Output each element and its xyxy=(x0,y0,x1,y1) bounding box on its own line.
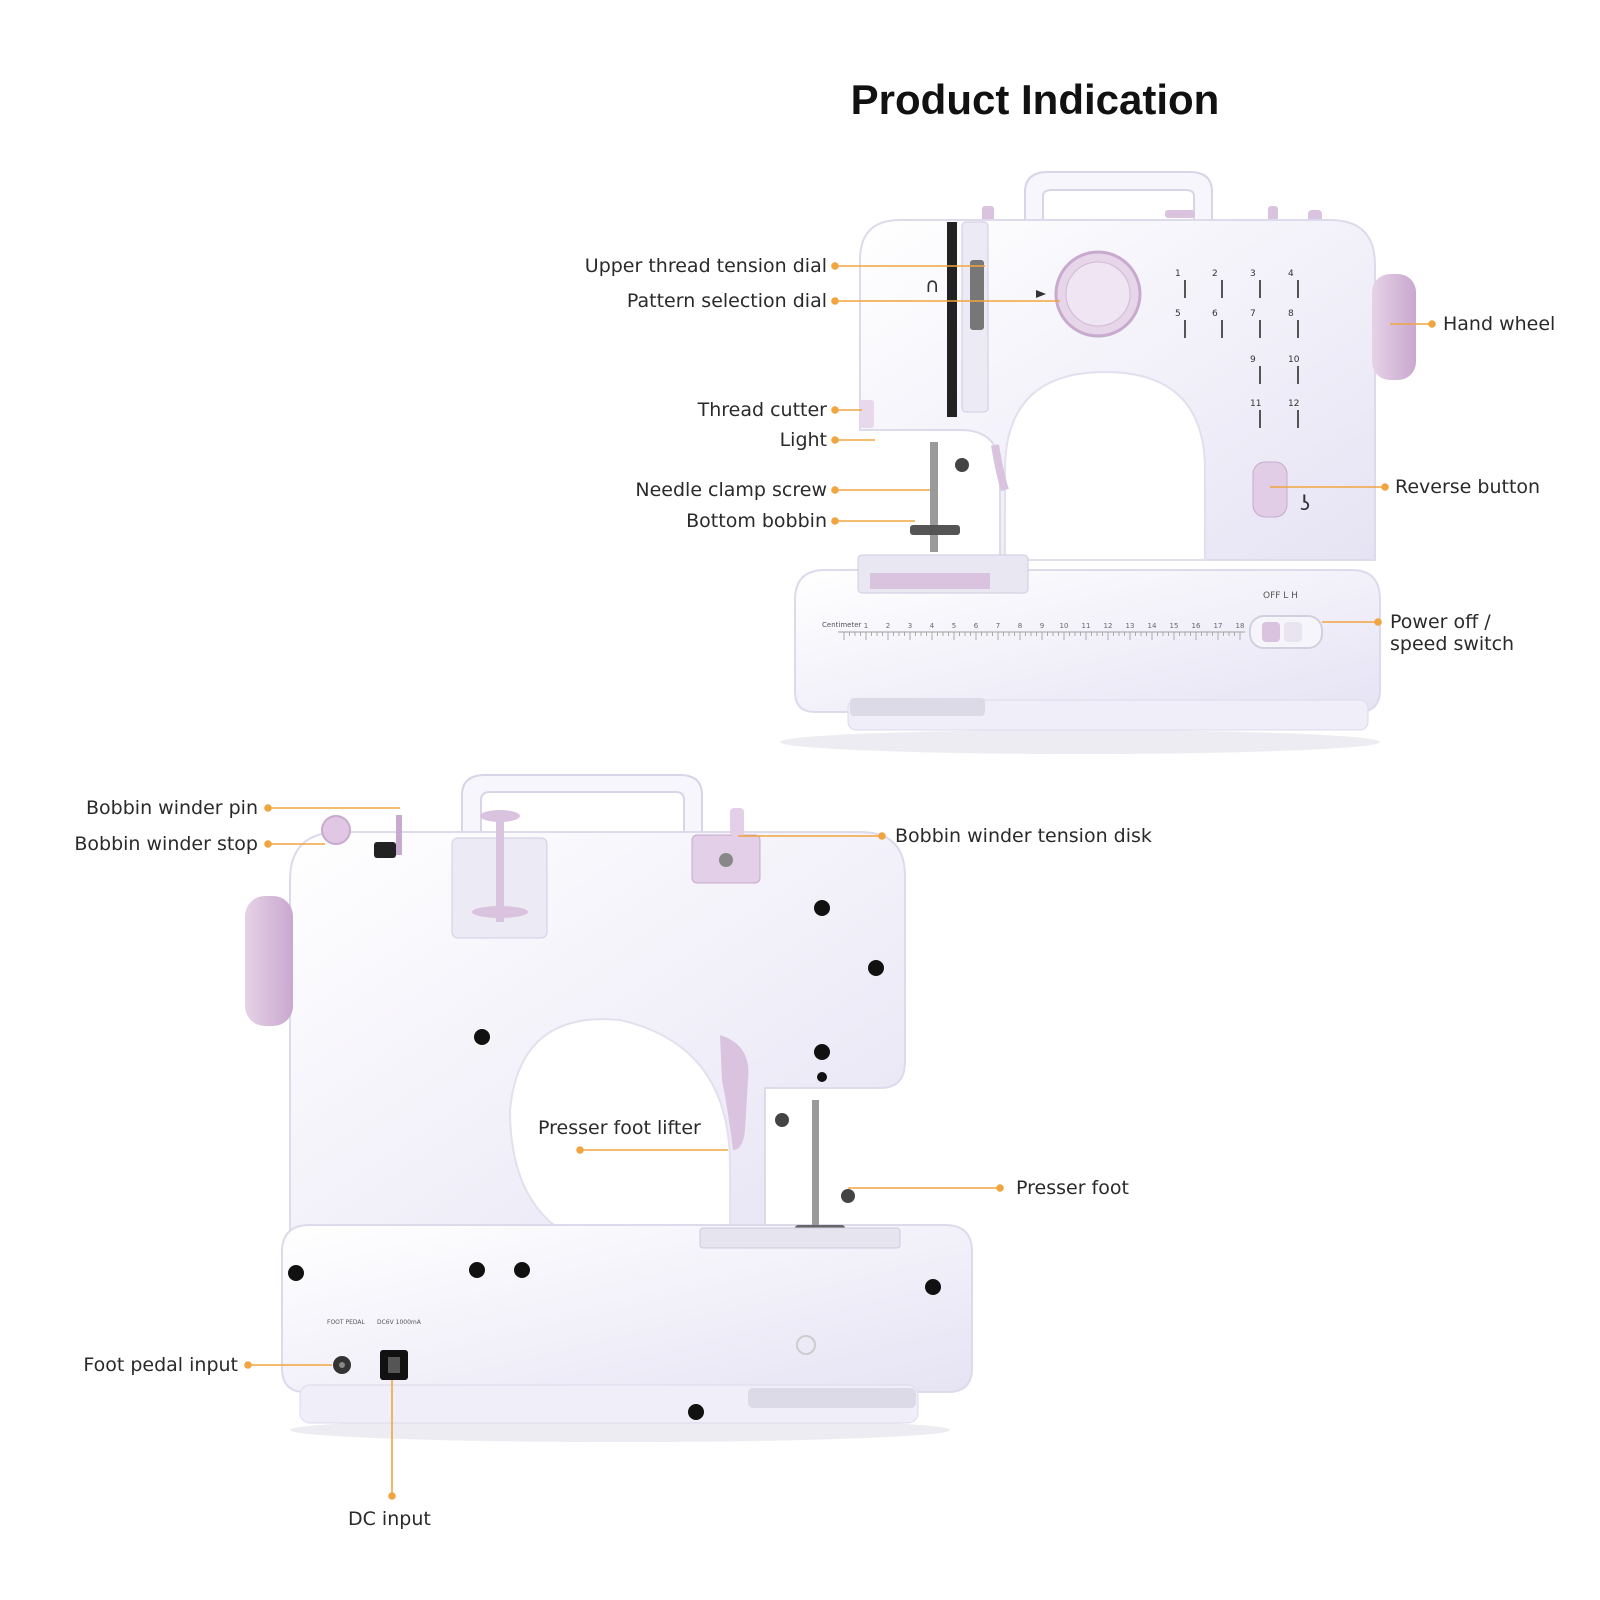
page-title: Product Indication xyxy=(850,76,1220,123)
label-reverse-button: Reverse button xyxy=(1395,476,1541,498)
label-bobbin-winder-tension-disk: Bobbin winder tension disk xyxy=(895,825,1152,847)
bobbin-winder-pin[interactable] xyxy=(321,815,351,845)
label-presser-foot: Presser foot xyxy=(1016,1177,1129,1199)
label-presser-foot-lifter: Presser foot lifter xyxy=(538,1117,701,1139)
label-dc-input: DC input xyxy=(348,1508,431,1530)
ruler-number-17: 17 xyxy=(1214,622,1223,630)
dc-port-text: DC6V 1000mA xyxy=(377,1319,422,1326)
pattern-number-7: 7 xyxy=(1250,309,1256,319)
pattern-number-4: 4 xyxy=(1288,269,1294,279)
label-thread-cutter: Thread cutter xyxy=(697,399,827,421)
label-bottom-bobbin: Bottom bobbin xyxy=(686,510,827,532)
label-hand-wheel: Hand wheel xyxy=(1443,313,1556,335)
presser-foot-lifter[interactable] xyxy=(720,1035,749,1150)
ruler-number-6: 6 xyxy=(974,622,979,630)
bobbin-winder-stop[interactable] xyxy=(374,842,396,858)
ruler-number-16: 16 xyxy=(1192,622,1201,630)
svg-text:ʖ: ʖ xyxy=(1300,491,1310,515)
ruler-number-1: 1 xyxy=(864,622,868,630)
label-foot-pedal-input: Foot pedal input xyxy=(83,1354,238,1376)
front-base xyxy=(794,569,1381,713)
pattern-number-6: 6 xyxy=(1212,309,1218,319)
ruler-number-14: 14 xyxy=(1148,622,1157,630)
label-power-switch-line1: Power off / xyxy=(1390,611,1491,633)
back-sewing-machine: FOOT PEDAL DC6V 1000mA xyxy=(245,774,973,1442)
label-needle-clamp-screw: Needle clamp screw xyxy=(635,479,827,501)
ruler-number-7: 7 xyxy=(996,622,1000,630)
ruler-number-9: 9 xyxy=(1040,622,1044,630)
reverse-button[interactable] xyxy=(1252,461,1288,518)
label-light: Light xyxy=(779,429,827,451)
back-arm-opening xyxy=(508,1018,731,1252)
label-bobbin-winder-pin: Bobbin winder pin xyxy=(86,797,258,819)
pattern-number-9: 9 xyxy=(1250,355,1256,365)
pattern-number-1: 1 xyxy=(1175,269,1181,279)
label-power-switch-line2: speed switch xyxy=(1390,633,1515,655)
ruler-number-8: 8 xyxy=(1018,622,1022,630)
switch-position-labels: OFF L H xyxy=(1263,591,1298,601)
label-pattern-selection-dial: Pattern selection dial xyxy=(626,290,827,312)
ruler-number-18: 18 xyxy=(1236,622,1245,630)
front-arm-opening xyxy=(1004,370,1206,561)
pattern-number-2: 2 xyxy=(1212,269,1218,279)
ruler-number-10: 10 xyxy=(1060,622,1069,630)
svg-text:∩: ∩ xyxy=(925,273,940,297)
housing-screws xyxy=(288,900,941,1420)
ruler-number-13: 13 xyxy=(1126,622,1135,630)
ruler-number-12: 12 xyxy=(1104,622,1113,630)
front-hand-wheel[interactable] xyxy=(1372,274,1416,380)
ruler-number-2: 2 xyxy=(886,622,890,630)
ruler-number-5: 5 xyxy=(952,622,956,630)
ruler-number-15: 15 xyxy=(1170,622,1179,630)
ruler-label: Centimeter xyxy=(822,621,861,629)
ruler-number-11: 11 xyxy=(1082,622,1091,630)
label-upper-thread-tension-dial: Upper thread tension dial xyxy=(584,255,827,277)
back-hand-wheel[interactable] xyxy=(245,896,293,1026)
pattern-number-3: 3 xyxy=(1250,269,1256,279)
pattern-number-12: 12 xyxy=(1288,399,1299,409)
foot-pedal-port-text: FOOT PEDAL xyxy=(327,1319,365,1326)
pattern-number-11: 11 xyxy=(1250,399,1261,409)
leader-lines xyxy=(244,262,1436,1500)
ruler-number-4: 4 xyxy=(930,622,935,630)
pattern-number-10: 10 xyxy=(1288,355,1300,365)
pattern-number-8: 8 xyxy=(1288,309,1294,319)
label-bobbin-winder-stop: Bobbin winder stop xyxy=(74,833,258,855)
ruler-number-3: 3 xyxy=(908,622,912,630)
pattern-number-5: 5 xyxy=(1175,309,1181,319)
